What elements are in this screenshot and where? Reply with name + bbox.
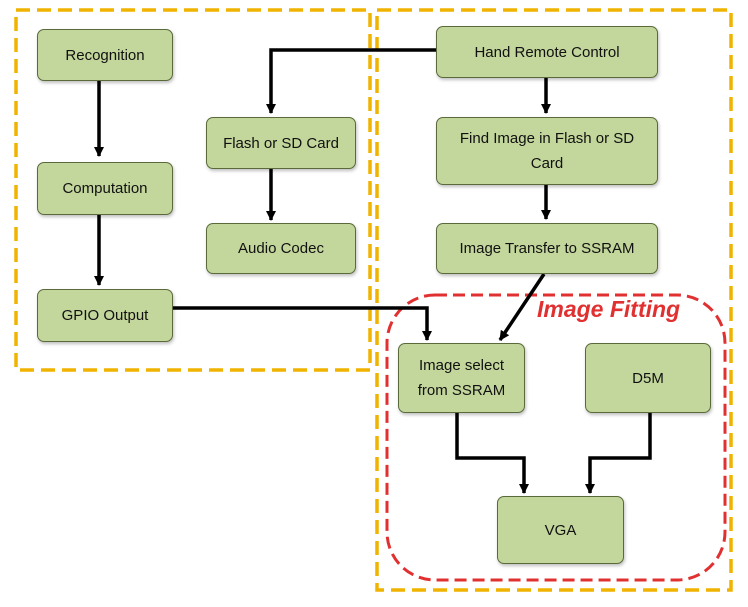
computation-box: Computation — [37, 162, 173, 215]
vga-label: VGA — [544, 521, 577, 539]
flash-sd-box: Flash or SD Card — [206, 117, 356, 169]
arrow-transfer-select — [498, 273, 546, 341]
right-group-frame — [375, 8, 733, 592]
left-group-frame — [14, 8, 372, 372]
hand-remote-label: Hand Remote Control — [474, 43, 620, 61]
d5m-label: D5M — [632, 369, 664, 387]
recognition-label: Recognition — [65, 46, 145, 64]
find-image-label-line2: Card — [530, 155, 564, 172]
hand-remote-box: Hand Remote Control — [436, 26, 658, 78]
arrow-d5m-vga — [585, 413, 652, 494]
recognition-box: Recognition — [37, 29, 173, 81]
audio-codec-label: Audio Codec — [238, 240, 324, 257]
gpio-output-label: GPIO Output — [61, 307, 149, 324]
image-select-label-line1: Image select — [418, 357, 505, 374]
d5m-box: D5M — [585, 343, 711, 413]
gpio-output-box: GPIO Output — [37, 289, 173, 342]
image-transfer-box: Image Transfer to SSRAM — [436, 223, 658, 274]
image-fitting-label: Image Fitting — [537, 296, 681, 322]
image-transfer-label: Image Transfer to SSRAM — [459, 240, 635, 257]
flash-sd-label: Flash or SD Card — [223, 134, 339, 152]
arrow-remote-flash — [266, 48, 436, 114]
image-select-box: Image select from SSRAM — [398, 343, 525, 413]
find-image-label-line1: Find Image in Flash or SD — [459, 130, 635, 147]
image-fitting-frame — [385, 293, 727, 582]
arrow-select-vga — [455, 413, 529, 494]
arrow-gpio-select — [173, 306, 432, 341]
find-image-box: Find Image in Flash or SD Card — [436, 117, 658, 185]
image-select-label-line2: from SSRAM — [417, 382, 506, 399]
audio-codec-box: Audio Codec — [206, 223, 356, 274]
vga-box: VGA — [497, 496, 624, 564]
computation-label: Computation — [62, 180, 148, 197]
